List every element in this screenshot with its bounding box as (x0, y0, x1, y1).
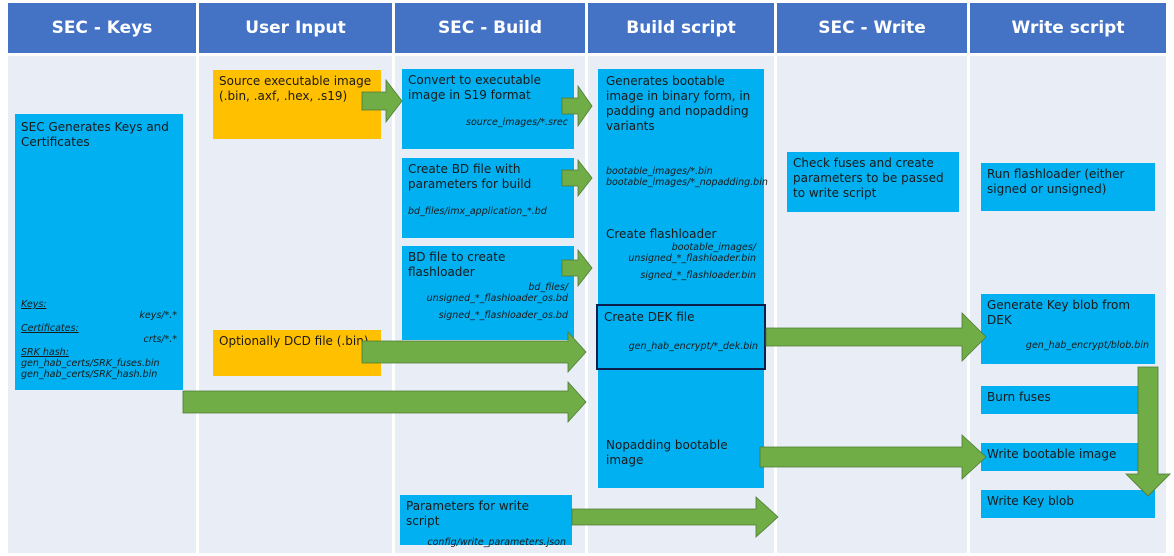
generate-keyblob-box: Generate Key blob from DEK gen_hab_encry… (981, 294, 1155, 364)
nopadding-bootable-text: Nopadding bootable image (606, 438, 728, 467)
convert-s19-text: Convert to executable image in S19 forma… (408, 73, 542, 102)
create-flashloader-block: Create flashloader bootable_images/ unsi… (600, 223, 762, 285)
bootable-path-padding: bootable_images/*.bin (606, 166, 713, 177)
bd-flashloader-path2: signed_*_flashloader_os.bd (438, 310, 568, 321)
certs-label: Certificates: (21, 323, 79, 334)
write-keyblob-box: Write Key blob (981, 490, 1155, 518)
bootable-path-nopadding: bootable_images/*_nopadding.bin (606, 177, 768, 188)
convert-s19-box: Convert to executable image in S19 forma… (402, 69, 574, 149)
keys-path: keys/*.* (139, 310, 177, 321)
arrow-dek-to-keyblob (765, 312, 987, 362)
header-sec-keys: SEC - Keys (8, 3, 196, 53)
arrow-srk-to-build (182, 380, 587, 424)
header-sec-build: SEC - Build (395, 3, 585, 53)
column-sec-write (777, 56, 967, 553)
write-parameters-path: config/write_parameters.json (427, 537, 566, 548)
bd-flashloader-path1: bd_files/ unsigned_*_flashloader_os.bd (426, 282, 568, 304)
arrow-flashbd-to-build (561, 248, 593, 288)
write-parameters-box: Parameters for write script config/write… (400, 495, 572, 548)
check-fuses-box: Check fuses and create parameters to be … (787, 152, 959, 212)
create-dek-text: Create DEK file (604, 310, 695, 324)
arrow-keyblob-down (1125, 366, 1171, 497)
header-write-script: Write script (970, 3, 1166, 53)
srk-label: SRK hash: (21, 347, 69, 358)
keys-generation-box: SEC Generates Keys and Certificates Keys… (15, 114, 183, 390)
run-flashloader-box: Run flashloader (either signed or unsign… (981, 163, 1155, 211)
arrow-bd-to-build (561, 158, 593, 198)
build-script-box (598, 69, 764, 488)
create-dek-box: Create DEK file gen_hab_encrypt/*_dek.bi… (596, 304, 766, 370)
bd-flashloader-text: BD file to create flashloader (408, 250, 506, 279)
create-bd-box: Create BD file with parameters for build… (402, 158, 574, 238)
generates-bootable-text: Generates bootable image in binary form,… (606, 74, 751, 133)
generate-keyblob-text: Generate Key blob from DEK (987, 298, 1131, 327)
flashloader-path2: signed_*_flashloader.bin (640, 270, 756, 281)
create-bd-path: bd_files/imx_application_*.bd (408, 206, 547, 217)
header-build-script: Build script (588, 3, 774, 53)
flashloader-path1: bootable_images/ unsigned_*_flashloader.… (628, 242, 756, 264)
bd-flashloader-box: BD file to create flashloader bd_files/ … (402, 246, 574, 340)
convert-s19-path: source_images/*.srec (466, 117, 568, 128)
header-user-input: User Input (199, 3, 392, 53)
srk-hash-path: gen_hab_certs/SRK_hash.bin (21, 369, 158, 380)
arrow-source-to-convert (361, 78, 403, 124)
write-bootable-box: Write bootable image (981, 443, 1155, 471)
arrow-params-to-write (571, 496, 779, 538)
keys-label: Keys: (21, 299, 47, 310)
generates-bootable-paths: bootable_images/*.bin bootable_images/*_… (600, 162, 768, 192)
source-executable-box: Source executable image (.bin, .axf, .he… (213, 70, 381, 139)
arrow-nopadding-to-write (759, 434, 987, 480)
burn-fuses-box: Burn fuses (981, 386, 1155, 414)
dek-path: gen_hab_encrypt/*_dek.bin (628, 341, 758, 352)
write-parameters-text: Parameters for write script (406, 499, 529, 528)
keys-box-title: SEC Generates Keys and Certificates (21, 120, 169, 149)
header-sec-write: SEC - Write (777, 3, 967, 53)
keyblob-path: gen_hab_encrypt/blob.bin (1025, 340, 1149, 351)
create-flashloader-text: Create flashloader (606, 227, 717, 241)
arrow-convert-to-build (561, 84, 593, 128)
create-bd-text: Create BD file with parameters for build (408, 162, 532, 191)
certs-path: crts/*.* (143, 334, 177, 345)
arrow-dcd-to-build (361, 330, 587, 374)
srk-fuses-path: gen_hab_certs/SRK_fuses.bin (21, 358, 160, 369)
dcd-file-box: Optionally DCD file (.bin) (213, 330, 381, 376)
